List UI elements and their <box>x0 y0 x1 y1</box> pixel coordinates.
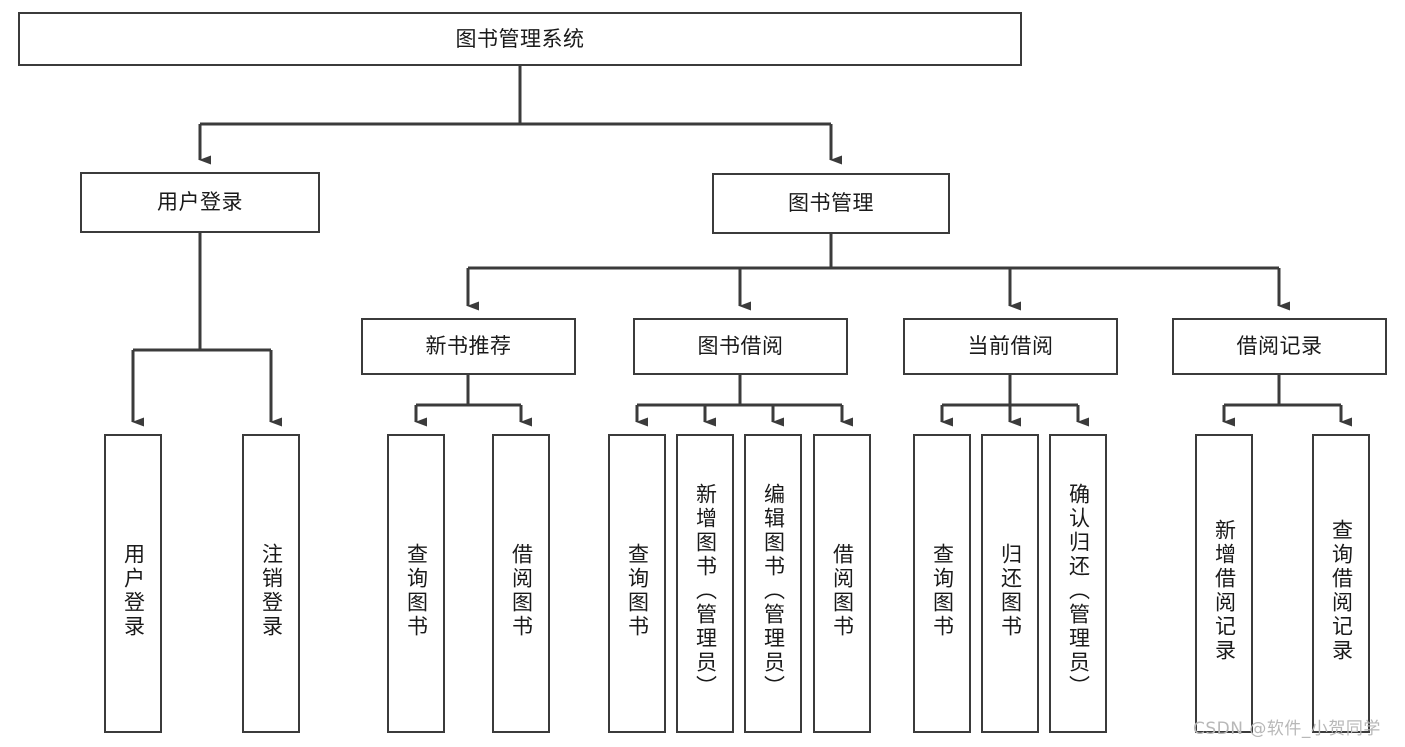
leaf-book-borrow-borrow[interactable]: 借阅图书 <box>813 434 871 733</box>
node-label: 新书推荐 <box>425 334 512 358</box>
node-label: 新增借阅记录 <box>1212 518 1237 663</box>
node-label: 查询图书 <box>930 542 955 639</box>
node-current-borrow[interactable]: 当前借阅 <box>903 318 1118 375</box>
leaf-new-book-query[interactable]: 查询图书 <box>387 434 445 733</box>
leaf-current-borrow-query[interactable]: 查询图书 <box>913 434 971 733</box>
node-book-borrow[interactable]: 图书借阅 <box>633 318 848 375</box>
node-label: 图书管理系统 <box>455 26 585 51</box>
node-label: 用户登录 <box>157 190 243 214</box>
node-label: 借阅记录 <box>1236 334 1323 358</box>
node-label: 确认归还（管理员） <box>1066 482 1091 699</box>
leaf-current-borrow-confirm-return[interactable]: 确认归还（管理员） <box>1049 434 1107 733</box>
leaf-book-borrow-query[interactable]: 查询图书 <box>608 434 666 733</box>
node-label: 查询图书 <box>404 542 429 639</box>
node-borrow-record[interactable]: 借阅记录 <box>1172 318 1387 375</box>
node-label: 编辑图书（管理员） <box>761 482 786 699</box>
node-label: 用户登录 <box>121 542 146 639</box>
node-label: 归还图书 <box>998 542 1023 639</box>
leaf-new-book-borrow[interactable]: 借阅图书 <box>492 434 550 733</box>
node-label: 注销登录 <box>259 542 284 639</box>
node-label: 查询图书 <box>625 542 650 639</box>
node-root-system[interactable]: 图书管理系统 <box>18 12 1022 66</box>
leaf-user-login-login[interactable]: 用户登录 <box>104 434 162 733</box>
leaf-borrow-record-query[interactable]: 查询借阅记录 <box>1312 434 1370 733</box>
node-label: 图书借阅 <box>697 334 784 358</box>
node-user-login[interactable]: 用户登录 <box>80 172 320 233</box>
leaf-book-borrow-edit[interactable]: 编辑图书（管理员） <box>744 434 802 733</box>
node-new-book-recommend[interactable]: 新书推荐 <box>361 318 576 375</box>
node-label: 当前借阅 <box>967 334 1054 358</box>
node-label: 新增图书（管理员） <box>693 482 718 699</box>
leaf-book-borrow-add[interactable]: 新增图书（管理员） <box>676 434 734 733</box>
node-book-management[interactable]: 图书管理 <box>712 173 950 234</box>
leaf-borrow-record-add[interactable]: 新增借阅记录 <box>1195 434 1253 733</box>
node-label: 借阅图书 <box>509 542 534 639</box>
leaf-current-borrow-return[interactable]: 归还图书 <box>981 434 1039 733</box>
leaf-user-login-logout[interactable]: 注销登录 <box>242 434 300 733</box>
node-label: 借阅图书 <box>830 542 855 639</box>
node-label: 图书管理 <box>788 191 874 215</box>
node-label: 查询借阅记录 <box>1329 518 1354 663</box>
